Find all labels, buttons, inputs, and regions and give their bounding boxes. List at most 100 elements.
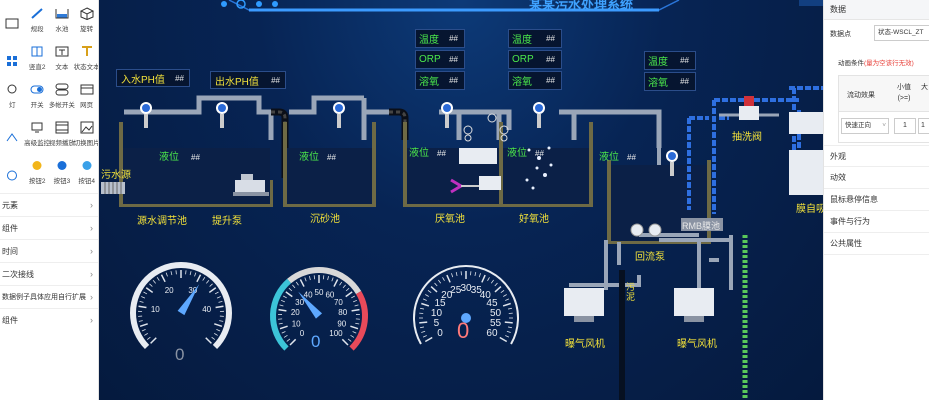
palette-item-button3[interactable]: 按钮3 [50, 152, 75, 188]
gauge-tick [215, 305, 224, 309]
section-components[interactable]: 组件› [0, 216, 98, 239]
chevron-right-icon: › [90, 269, 93, 279]
section-common-props[interactable]: 公共属性 [824, 233, 929, 255]
palette-item-pool[interactable]: 水池 [50, 0, 75, 36]
gauge-tick [165, 272, 168, 277]
gauge-tick [202, 277, 206, 281]
gauge-tick [505, 335, 510, 338]
palette-item-text[interactable]: 文本 [50, 38, 75, 74]
gauge-tick [205, 337, 212, 344]
section-animation[interactable]: 动效 [824, 167, 929, 189]
gauge-tick [141, 328, 146, 332]
monitor-icon [31, 122, 43, 133]
palette-item-multi-switch[interactable]: 多帐开关 [49, 76, 75, 112]
palette-item-status-text[interactable]: 状态文本 [74, 38, 98, 74]
palette-item-switch[interactable]: 开关 [25, 76, 50, 112]
gauge-tick [419, 326, 425, 329]
gauge-tick [505, 298, 510, 301]
level-sensor-5-icon [533, 102, 545, 128]
temp-box-2: 温度## [508, 29, 562, 48]
orp-box-2: ORP## [508, 50, 562, 69]
gauge-tick-label: 100 [329, 329, 343, 338]
gauge-needle [298, 291, 323, 319]
max-value-input[interactable]: 1 [918, 118, 929, 134]
gauge-tick [421, 302, 430, 307]
data-point-field[interactable]: 状态-WSCL_ZT [874, 25, 929, 41]
palette-item-webpage[interactable]: 网页 [74, 76, 98, 112]
section-hover-info[interactable]: 鼠标悬停信息 [824, 189, 929, 211]
tab-data[interactable]: 数据 [824, 0, 929, 20]
scada-canvas[interactable]: 某某污水处理系统 [99, 0, 823, 400]
anaerobic-tank-label: 厌氧池 [435, 214, 465, 225]
mbr-tank-label: RMB膜池 [682, 221, 720, 231]
gauge-tick [141, 296, 146, 299]
section-appearance[interactable]: 外观 [824, 145, 929, 167]
section-secondary-wiring[interactable]: 二次接线› [0, 262, 98, 285]
palette-item-5[interactable] [0, 38, 25, 74]
palette-item-advanced-monitor[interactable]: 高级监控 [24, 114, 50, 150]
min-value-input[interactable]: 1 [894, 118, 916, 134]
gauge-tick [138, 320, 143, 322]
video-icon [55, 121, 69, 134]
gauge-tick [309, 276, 311, 281]
gauge-tick [216, 328, 221, 332]
gauge-tick [341, 338, 349, 346]
palette-item-rotate[interactable]: 旋转 [74, 0, 98, 36]
gauge-tick [299, 279, 305, 287]
palette-item-1[interactable] [0, 0, 25, 36]
temp-box-3: 温度## [644, 51, 696, 70]
gauge-tick [145, 287, 154, 294]
gauge-tick [156, 277, 160, 281]
gauge-tick [427, 290, 432, 294]
gauge-tick [331, 277, 334, 282]
gauge-tick-label: 50 [315, 288, 324, 297]
gauge-tick [139, 300, 144, 303]
gauge-tick [342, 284, 346, 289]
gauge-tick [208, 287, 217, 294]
aeration-fan-2-icon [674, 288, 714, 322]
chevron-right-icon: › [90, 223, 93, 233]
lift-pump-label: 提升泵 [212, 216, 242, 227]
palette-item-17[interactable] [0, 152, 25, 188]
process-diagram: 1020304001020304050607080901000510152025… [101, 86, 823, 400]
return-pump-label: 回流泵 [635, 252, 665, 263]
gauge-tick [283, 295, 287, 299]
gauge-tick-label: 0 [300, 329, 305, 338]
section-elements[interactable]: 元素› [0, 193, 98, 216]
effect-select[interactable]: 快速正向˅ [841, 118, 889, 134]
gauge-tick [354, 304, 359, 307]
wastewater-source-label: 污水源 [101, 170, 131, 181]
section-data-examples[interactable]: 数据例子具体应用自行扩展› [0, 285, 98, 308]
palette-item-button4[interactable]: 按钮4 [74, 152, 98, 188]
button-icon [7, 170, 18, 181]
gauge-tick [214, 291, 219, 295]
gauge-tick [281, 331, 286, 334]
section-components-2[interactable]: 组件› [0, 308, 98, 331]
gauge-tick [500, 290, 505, 294]
gauge-tick [419, 321, 428, 324]
palette-item-light[interactable]: 灯 [0, 76, 25, 112]
palette-item-vertical2[interactable]: 竖直2 [25, 38, 50, 74]
page-title: 某某污水处理系统 [529, 0, 634, 12]
gauge-tick [286, 338, 291, 342]
palette-item-video-play[interactable]: 视频播放 [49, 114, 75, 150]
gauge-tick [278, 322, 283, 325]
section-time[interactable]: 时间› [0, 239, 98, 262]
chevron-right-icon: › [90, 292, 93, 302]
grid-icon [7, 56, 18, 66]
flow-effect-header: 流动效果 [847, 92, 875, 99]
gauge-tick [146, 336, 151, 340]
level-sensor-4-icon [441, 102, 453, 128]
return-pump-icon [630, 223, 662, 237]
gauge-tick [218, 300, 223, 303]
gauge-tick [438, 279, 442, 284]
palette-item-switch-image[interactable]: 切换图片 [74, 114, 98, 150]
anim-table: 流动效果 小值(>=) 大 快速正向˅ 1 1 [838, 75, 929, 143]
palette-item-13[interactable] [0, 114, 25, 150]
gauge-tick [285, 291, 293, 298]
anim-condition-row: 动画条件(量为空该行无效) [838, 60, 914, 67]
palette-item-button2[interactable]: 按钮2 [25, 152, 50, 188]
gauge-tick [502, 302, 511, 307]
section-events[interactable]: 事件与行为 [824, 211, 929, 233]
palette-item-line[interactable]: 规段 [25, 0, 50, 36]
